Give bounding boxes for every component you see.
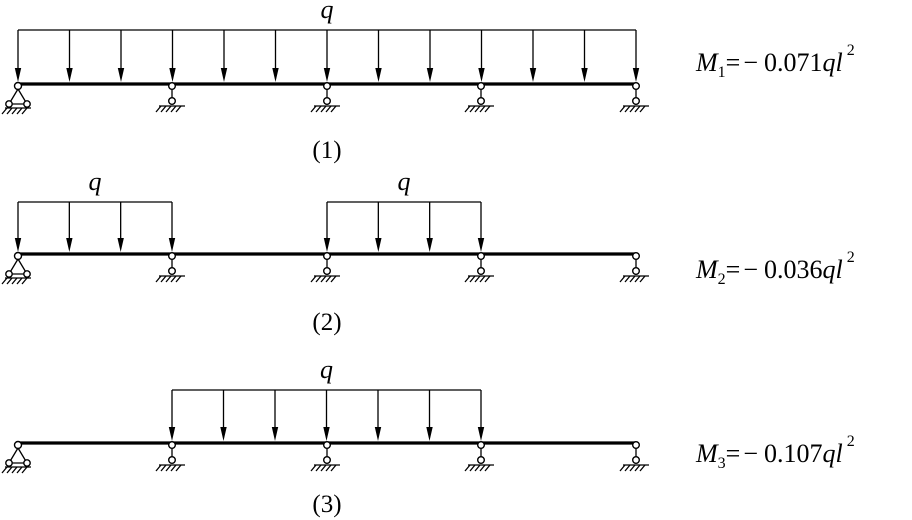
moment-q: q bbox=[823, 255, 836, 284]
moment-sign: − bbox=[743, 48, 758, 77]
roller-support bbox=[464, 441, 494, 472]
load-q-label: q bbox=[320, 355, 333, 384]
load-arrow bbox=[66, 30, 73, 82]
load-arrow bbox=[272, 30, 279, 82]
case-caption-2: (2) bbox=[312, 309, 341, 336]
load-arrow bbox=[581, 30, 588, 82]
load-arrow bbox=[529, 30, 537, 82]
roller-support bbox=[464, 251, 494, 283]
moment-symbol: M bbox=[695, 48, 719, 77]
load-arrow bbox=[220, 30, 228, 82]
case-caption-3: (3) bbox=[312, 491, 341, 518]
load-arrow bbox=[169, 30, 176, 82]
moment-value: 0.071 bbox=[764, 48, 823, 77]
load-arrow bbox=[375, 30, 382, 82]
pin-support bbox=[1, 81, 31, 115]
load-q-label: q bbox=[89, 167, 102, 196]
pin-support bbox=[1, 440, 31, 474]
distributed-load-1: q bbox=[14, 0, 640, 82]
load-arrow bbox=[220, 390, 227, 441]
load-arrow bbox=[426, 30, 434, 82]
moment-exponent: 2 bbox=[847, 42, 855, 59]
roller-support bbox=[310, 81, 340, 113]
roller-support bbox=[619, 251, 649, 283]
moment-sign: − bbox=[743, 255, 758, 284]
load-q-label: q bbox=[398, 167, 411, 196]
moment-l: l bbox=[836, 439, 843, 468]
load-q-label: q bbox=[321, 0, 334, 24]
load-arrow bbox=[168, 390, 176, 441]
moment-l: l bbox=[836, 48, 843, 77]
moment-l: l bbox=[836, 255, 843, 284]
moment-value: 0.036 bbox=[764, 255, 823, 284]
moment-equals: = bbox=[726, 439, 741, 468]
load-arrow bbox=[168, 202, 176, 252]
moment-equals: = bbox=[726, 48, 741, 77]
load-arrow bbox=[14, 202, 22, 252]
roller-support bbox=[155, 251, 185, 283]
roller-support bbox=[155, 81, 185, 113]
supports-3 bbox=[1, 440, 649, 474]
load-arrow bbox=[426, 202, 433, 252]
moment-exponent: 2 bbox=[847, 249, 855, 266]
load-arrow bbox=[426, 390, 433, 441]
load-arrow bbox=[323, 390, 330, 441]
moment-q: q bbox=[823, 48, 836, 77]
load-arrow bbox=[632, 30, 640, 82]
load-arrow bbox=[477, 390, 485, 441]
supports-2 bbox=[1, 251, 649, 285]
load-arrow bbox=[117, 202, 124, 252]
moment-symbol: M bbox=[695, 439, 719, 468]
moment-equals: = bbox=[726, 255, 741, 284]
moment-value: 0.107 bbox=[764, 439, 823, 468]
load-arrow bbox=[14, 30, 22, 82]
pin-support bbox=[1, 251, 31, 285]
roller-support bbox=[464, 81, 494, 113]
moment-symbol: M bbox=[695, 255, 719, 284]
roller-support bbox=[619, 441, 649, 472]
load-arrow bbox=[271, 390, 279, 441]
load-arrow bbox=[66, 202, 73, 252]
load-arrow bbox=[375, 202, 382, 252]
case-caption-1: (1) bbox=[312, 137, 341, 164]
roller-support bbox=[310, 441, 340, 472]
moment-subscript: 1 bbox=[718, 64, 726, 81]
supports-1 bbox=[1, 81, 649, 115]
load-arrow bbox=[323, 202, 331, 252]
load-arrow bbox=[117, 30, 125, 82]
roller-support bbox=[310, 251, 340, 283]
moment-exponent: 2 bbox=[847, 433, 855, 450]
moment-q: q bbox=[823, 439, 836, 468]
moment-sign: − bbox=[743, 439, 758, 468]
load-arrow bbox=[478, 30, 485, 82]
load-arrow bbox=[323, 30, 331, 82]
moment-subscript: 3 bbox=[718, 455, 726, 472]
roller-support bbox=[155, 441, 185, 472]
load-arrow bbox=[477, 202, 485, 252]
load-arrow bbox=[374, 390, 382, 441]
roller-support bbox=[619, 81, 649, 113]
moment-subscript: 2 bbox=[718, 271, 726, 288]
distributed-load-3: q bbox=[168, 355, 485, 441]
